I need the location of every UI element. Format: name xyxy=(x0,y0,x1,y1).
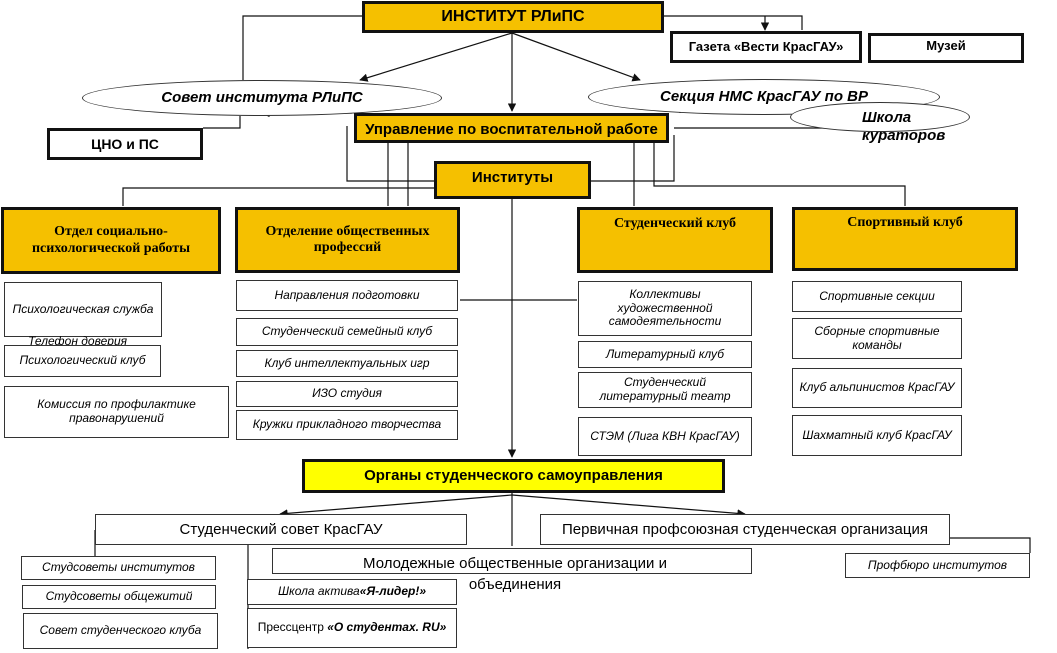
item-psych-club: Психологический клуб xyxy=(4,345,161,377)
institutes-box: Институты xyxy=(434,161,591,199)
trade-union-label: Первичная профсоюзная студенческая орган… xyxy=(562,521,928,538)
item-stem-kvn: СТЭМ (Лига КВН КрасГАУ) xyxy=(578,417,752,456)
dept-student-club-header: Студенческий клуб xyxy=(577,207,773,273)
institute-box: ИНСТИТУТ РЛиПС xyxy=(362,1,664,33)
arrow-institute-to-council xyxy=(359,32,513,82)
item-literary-theatre: Студенческий литературный театр xyxy=(578,372,752,408)
item-club-council: Совет студенческого клуба xyxy=(23,613,218,649)
line-management-dept4 xyxy=(653,143,906,206)
curators-school-label: Школа кураторов xyxy=(862,109,946,144)
item-family-club: Студенческий семейный клуб xyxy=(236,318,458,346)
trade-union-box xyxy=(540,514,950,545)
student-council-box: Студенческий совет КрасГАУ xyxy=(95,514,467,545)
press-center-name: «О студентах. RU» xyxy=(327,620,447,635)
item-activist-school: Школа актива «Я-лидер!» xyxy=(247,579,457,605)
press-center-prefix: Прессцентр xyxy=(257,620,328,635)
item-press-center: Прессцентр «О студентах. RU» xyxy=(247,608,457,648)
museum-box: Музей xyxy=(868,33,1024,63)
item-prevention-commission: Комиссия по профилактике правонарушений xyxy=(4,386,229,438)
item-psych-service: Психологическая служба xyxy=(4,282,162,337)
line-institutes-dept1 xyxy=(122,187,434,206)
arrow-institute-to-section xyxy=(511,32,641,82)
activist-school-name: «Я-лидер!» xyxy=(359,584,427,599)
item-trade-bureaus: Профбюро институтов xyxy=(845,553,1030,578)
item-chess-club: Шахматный клуб КрасГАУ xyxy=(792,415,962,456)
item-hotline: Телефон доверия xyxy=(28,334,128,348)
council-oval: Совет института РЛиПС xyxy=(82,80,442,116)
management-label: Управление по воспитательной работе xyxy=(365,121,658,138)
item-art-studio: ИЗО студия xyxy=(236,381,458,407)
management-box xyxy=(354,113,669,143)
item-dorm-councils: Студсоветы общежитий xyxy=(22,585,216,609)
youth-orgs-label: Молодежные общественные организации и об… xyxy=(363,555,667,593)
item-training-areas: Направления подготовки xyxy=(236,280,458,311)
item-literary-club: Литературный клуб xyxy=(578,341,752,368)
newspaper-box: Газета «Вести КрасГАУ» xyxy=(670,31,862,63)
item-climbers-club: Клуб альпинистов КрасГАУ xyxy=(792,368,962,408)
item-amateur-groups: Коллективы художественной самодеятельнос… xyxy=(578,281,752,336)
dept-sports-club-header: Спортивный клуб xyxy=(792,207,1018,271)
curators-school-oval xyxy=(790,102,970,132)
line-union-bureaus xyxy=(950,537,1031,553)
line-institute-council xyxy=(242,15,362,80)
cno-box: ЦНО и ПС xyxy=(47,128,203,160)
item-sport-teams: Сборные спортивные команды xyxy=(792,318,962,359)
section-nms-oval: Секция НМС КрасГАУ по ВР xyxy=(588,79,940,115)
self-gov-box: Органы студенческого самоуправления xyxy=(302,459,725,493)
youth-orgs-box xyxy=(272,548,752,574)
item-applied-crafts: Кружки прикладного творчества xyxy=(236,410,458,440)
line-council-cno xyxy=(203,116,241,129)
item-sport-sections: Спортивные секции xyxy=(792,281,962,312)
item-institute-councils: Студсоветы институтов xyxy=(21,556,216,580)
dept-social-psych-header: Отдел социально-психологической работы xyxy=(1,207,221,274)
dept-public-professions-header: Отделение общественных профессий xyxy=(235,207,460,273)
item-intellect-games: Клуб интеллектуальных игр xyxy=(236,350,458,377)
arrow-selfgov-to-council xyxy=(279,494,513,518)
arrow-selfgov-to-union xyxy=(511,494,746,518)
activist-school-prefix: Школа актива xyxy=(277,584,360,599)
